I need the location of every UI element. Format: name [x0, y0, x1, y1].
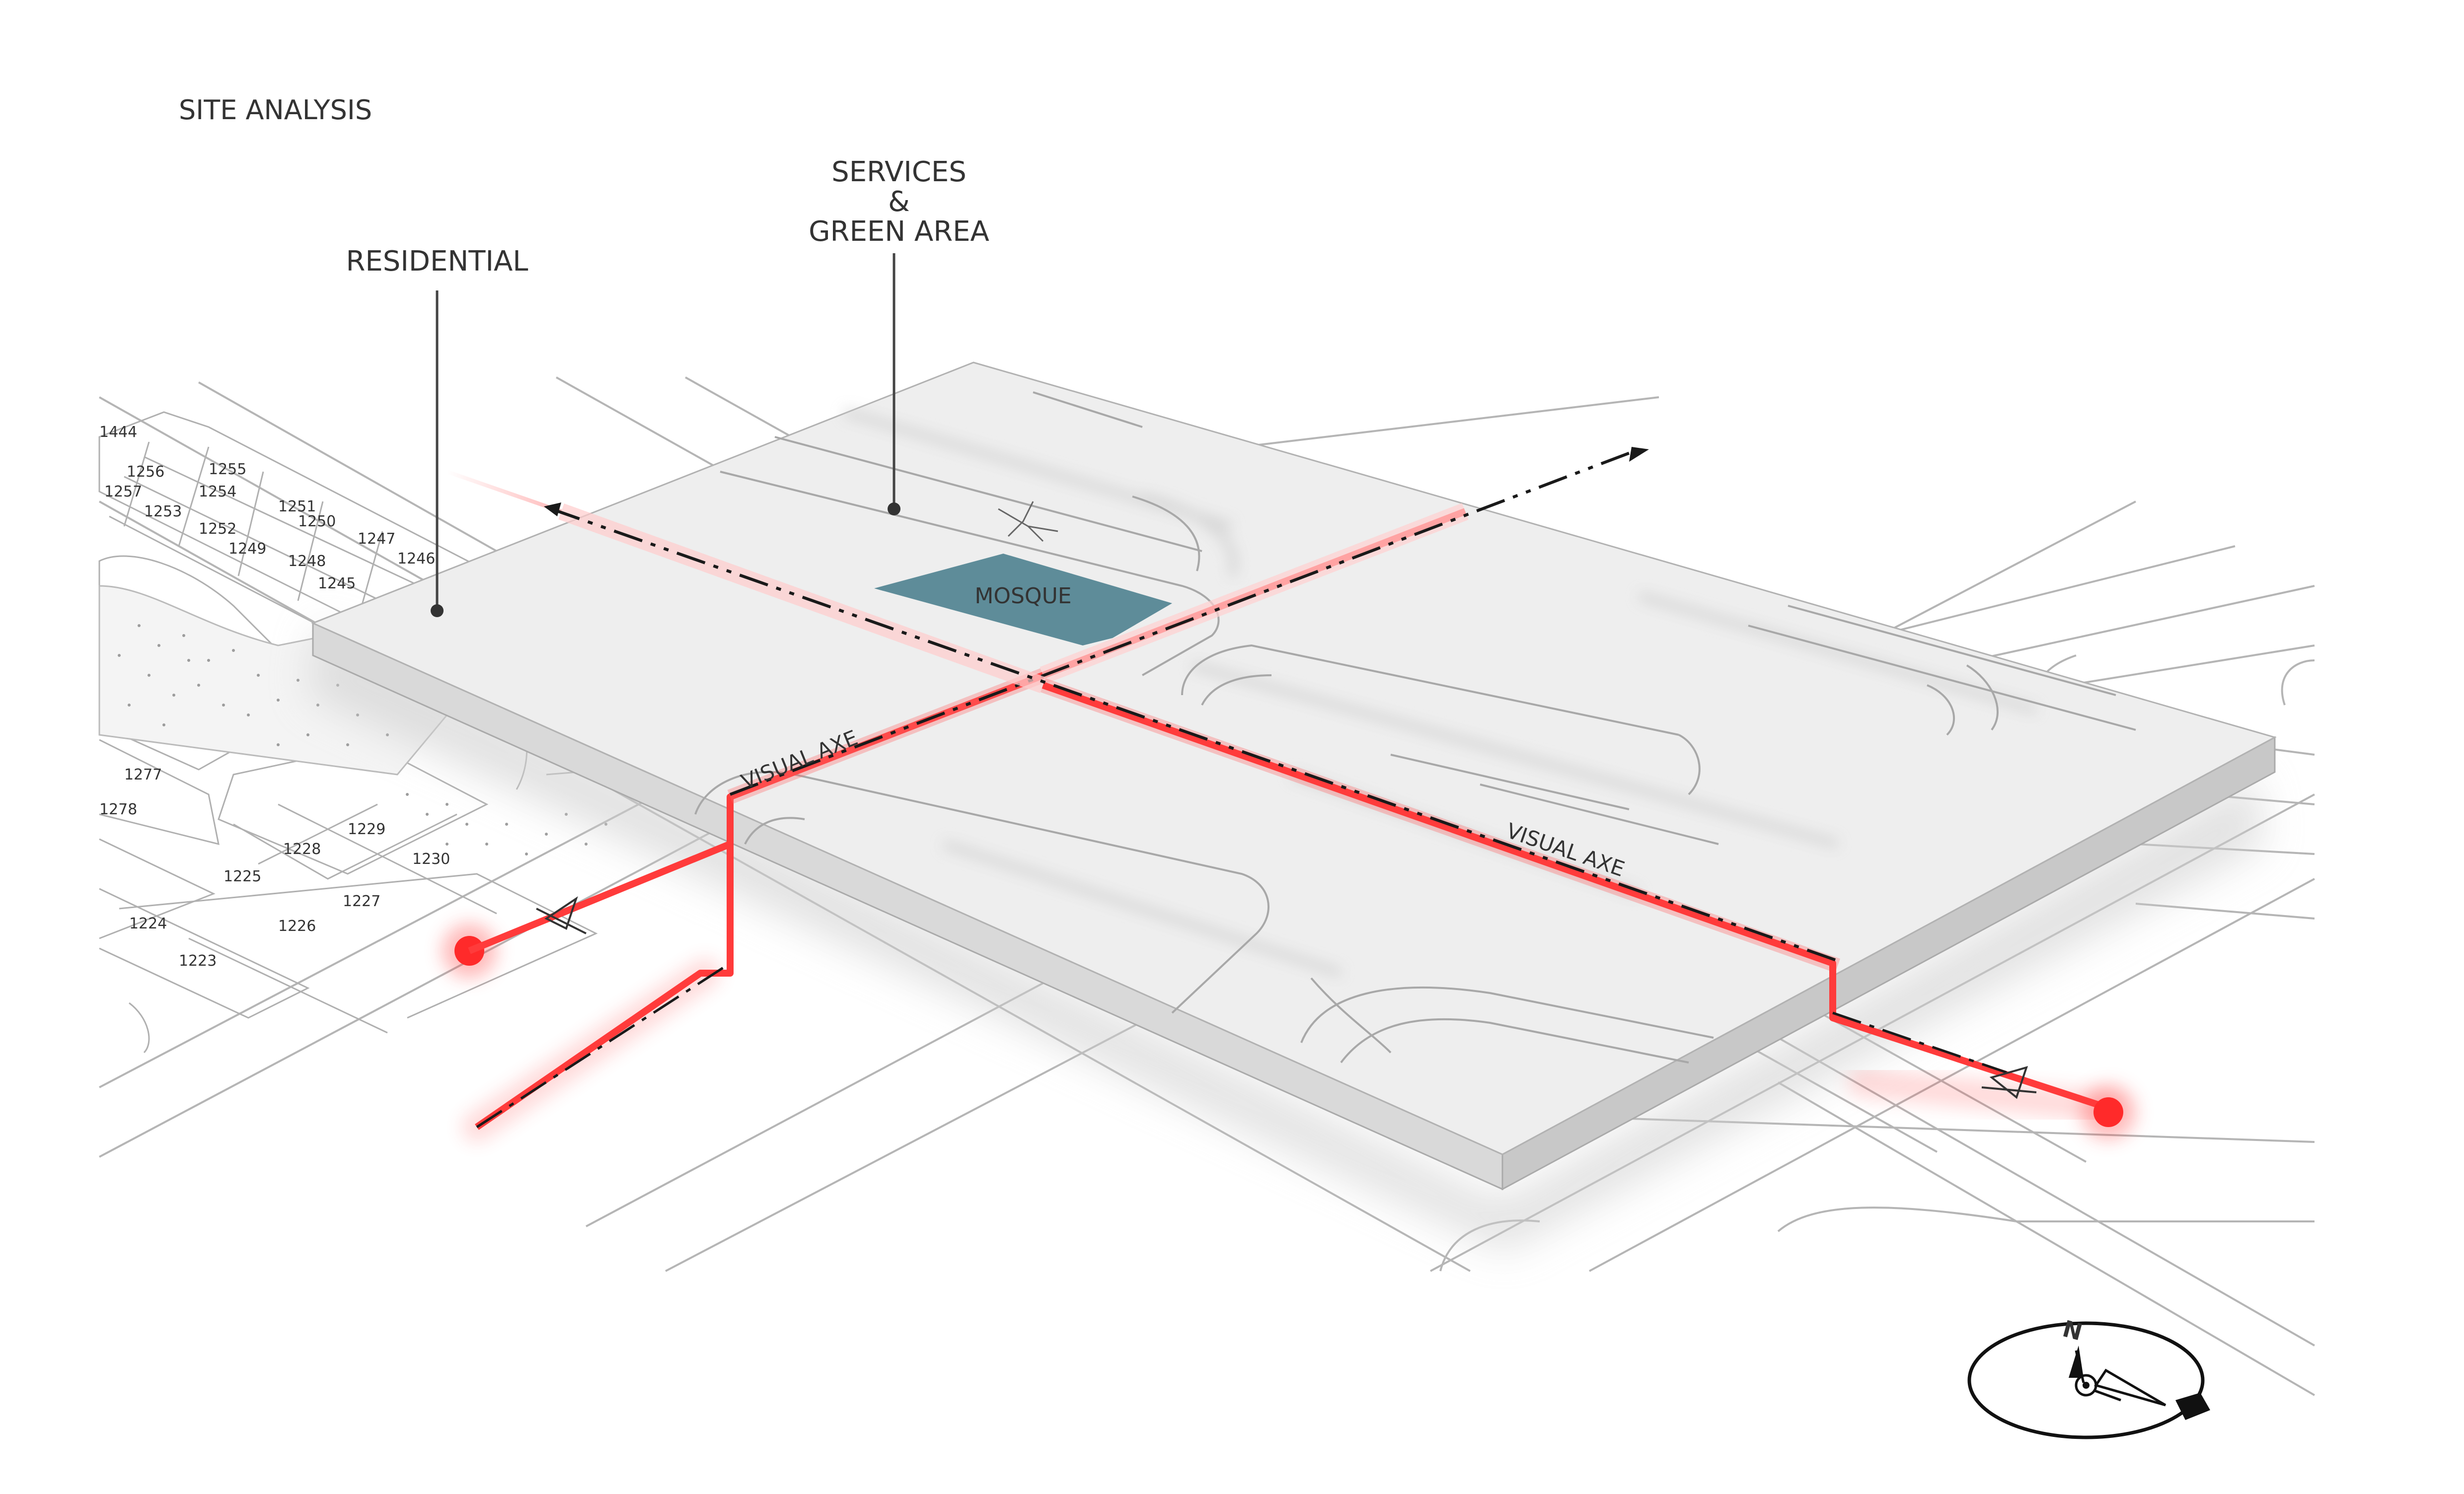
plot-number: 1245: [318, 575, 356, 592]
plot-number: 1252: [199, 520, 236, 538]
plot-number: 1249: [228, 540, 266, 558]
plot-number: 1223: [179, 952, 217, 970]
viewpoint-icon: [536, 896, 2037, 1099]
plot-number: 1227: [343, 893, 380, 910]
north-arrow-icon: N: [1967, 1315, 2210, 1439]
plot-number: 1251: [278, 498, 316, 515]
services-label-line3: GREEN AREA: [809, 215, 989, 248]
leader-dot-residential: [431, 604, 444, 617]
plot-number: 1248: [288, 553, 326, 570]
plot-number: 1225: [224, 868, 261, 885]
plot-number: 1250: [298, 513, 336, 530]
plot-number: 1247: [358, 530, 395, 548]
services-label-line2: &: [888, 186, 910, 218]
plot-number: 1257: [104, 483, 142, 500]
page-title: SITE ANALYSIS: [179, 94, 372, 126]
plot-number: 1444: [99, 424, 137, 441]
visual-axis-1-tail: [468, 804, 734, 954]
leader-lines: [436, 253, 896, 611]
visual-axis-2: [446, 470, 2121, 1122]
plot-number: 1255: [209, 461, 246, 478]
visual-axis-1: [462, 447, 1649, 1142]
residential-label: RESIDENTIAL: [346, 245, 528, 278]
plot-number: 1253: [144, 503, 182, 520]
plot-number: 1256: [127, 463, 164, 481]
services-label-line1: SERVICES: [831, 156, 967, 188]
north-label: N: [2060, 1315, 2085, 1346]
plot-number: 1277: [124, 766, 162, 783]
plot-number: 1226: [278, 918, 316, 935]
plot-number: 1224: [129, 915, 167, 932]
plot-number: 1278: [99, 801, 137, 818]
slab-shadow: [308, 626, 2265, 1251]
slab-top: [311, 361, 2277, 1155]
mosque-label: MOSQUE: [974, 583, 1071, 609]
plot-number: 1229: [348, 821, 385, 838]
compass-icon: [998, 501, 1058, 542]
plot-number: 1228: [283, 841, 321, 858]
mosque-footprint: [874, 554, 1172, 645]
leader-dot-services: [888, 502, 900, 515]
plot-number: 1230: [412, 851, 450, 868]
plot-number: 1246: [397, 550, 435, 568]
plot-number: 1254: [199, 483, 236, 500]
